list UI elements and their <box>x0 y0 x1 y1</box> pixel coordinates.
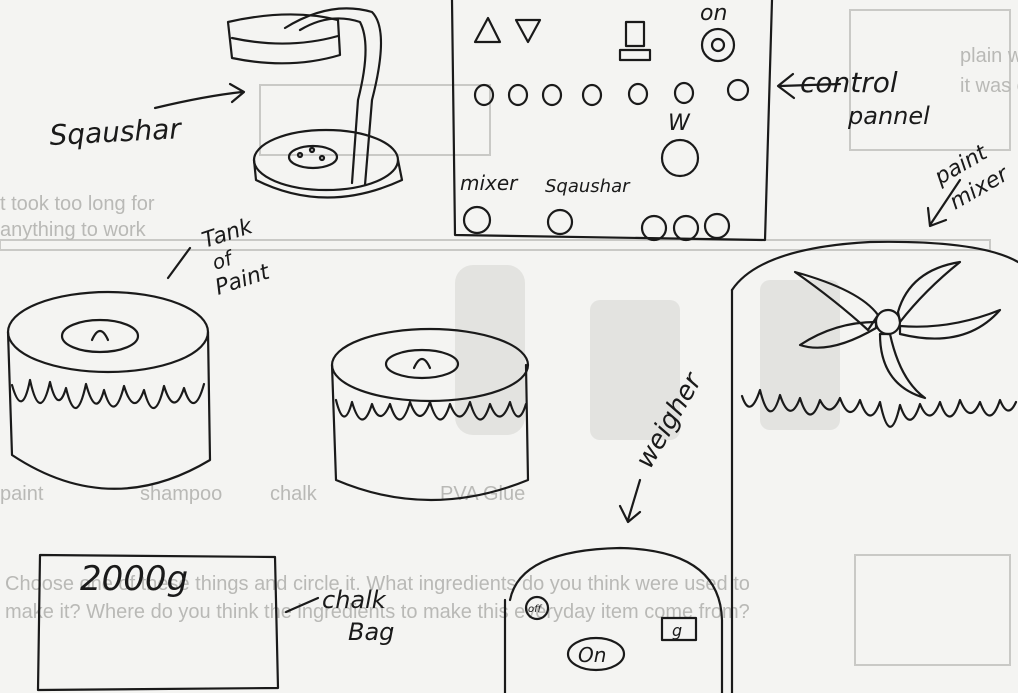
squasher-dot <box>320 156 324 160</box>
squasher-drawing: Sqaushar <box>49 8 402 197</box>
ghost-text-1: plain why <box>960 45 1018 67</box>
control-panel-frame <box>452 0 772 240</box>
on-dial-icon <box>702 29 734 61</box>
panel-squasher-label: Sqaushar <box>545 176 631 197</box>
squasher-arrow <box>155 84 244 108</box>
chalk-bag-weight: 2000g <box>80 559 188 599</box>
panel-button-icon <box>674 216 698 240</box>
panel-button-icon <box>509 85 527 105</box>
ghost-bottle-3 <box>760 280 840 430</box>
chalk-bag-label-1: chalk <box>322 586 387 614</box>
ghost-text-2: it was easy <box>960 75 1018 97</box>
ghost-ingredient-2: chalk <box>270 483 318 505</box>
control-panel-label-2: pannel <box>847 102 930 130</box>
panel-button-icon <box>642 216 666 240</box>
ghost-text-4: anything to work <box>0 219 147 241</box>
on-dial-center <box>712 39 724 51</box>
mixer-blade-icon <box>900 310 1000 339</box>
ghost-box-top <box>260 85 490 155</box>
control-panel-label-1: control <box>800 66 898 99</box>
tank-handle-icon <box>92 331 108 340</box>
weigher-off-label: off <box>528 604 543 615</box>
panel-on-label: on <box>700 1 727 26</box>
triangle-up-icon <box>475 18 500 42</box>
chalk-bag-label-2: Bag <box>348 618 394 646</box>
weigher-button-icon <box>662 140 698 176</box>
ghost-ingredient-4: paint <box>0 483 44 505</box>
weigher-display-unit: g <box>672 621 682 640</box>
panel-button-icon <box>675 83 693 103</box>
panel-w-label: W <box>668 111 691 136</box>
squasher-base-top <box>254 130 398 190</box>
weigher-on-label: On <box>578 643 606 667</box>
squasher-dot <box>310 148 314 152</box>
panel-button-icon <box>705 214 729 238</box>
weigher-arrow <box>620 480 640 522</box>
squasher-arm-inner <box>300 18 366 183</box>
tank-drips <box>12 380 204 408</box>
tank-lid <box>62 320 138 352</box>
ghost-ingredient-3: shampoo <box>140 483 222 505</box>
control-panel-drawing: on W mixer Sqaushar control pannel <box>452 0 930 240</box>
mixer-blade-icon <box>880 334 925 398</box>
mixer-button-icon <box>464 207 490 233</box>
squasher-arm-outer <box>285 8 381 185</box>
mixer-hub-icon <box>876 310 900 334</box>
panel-lever-icon <box>626 22 644 46</box>
tank-lid <box>386 350 458 378</box>
squasher-button-icon <box>548 210 572 234</box>
tank-handle-icon <box>414 359 430 368</box>
panel-lever-base <box>620 50 650 60</box>
mixer-blade-icon <box>898 262 960 322</box>
ghost-text-3: t took too long for <box>0 193 155 215</box>
tank-pointer <box>168 248 190 278</box>
panel-button-icon <box>728 80 748 100</box>
panel-mixer-label: mixer <box>460 171 519 195</box>
triangle-down-icon <box>516 20 540 42</box>
panel-button-icon <box>543 85 561 105</box>
paint-tank-left: Tank of Paint <box>8 214 274 489</box>
ghost-bottle-1 <box>455 265 525 435</box>
panel-button-icon <box>629 84 647 104</box>
squasher-head-band <box>232 36 338 44</box>
tank-body <box>8 332 210 489</box>
tank-top <box>8 292 208 372</box>
ghost-box-lower <box>855 555 1010 665</box>
squasher-label: Sqaushar <box>49 112 183 152</box>
panel-button-icon <box>583 85 601 105</box>
